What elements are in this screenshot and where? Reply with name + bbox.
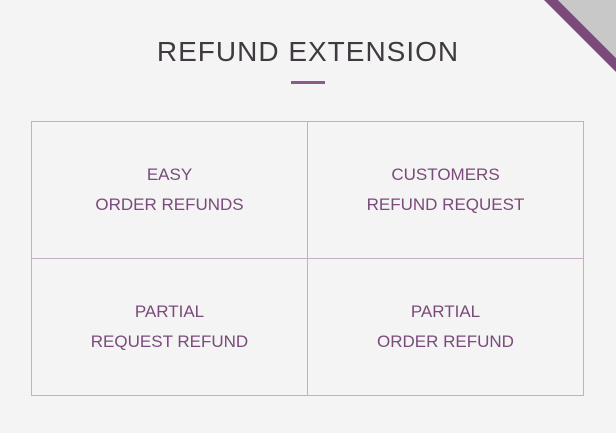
feature-line-2: ORDER REFUNDS bbox=[95, 195, 244, 214]
feature-cell-easy-order-refunds: EASY ORDER REFUNDS bbox=[32, 122, 308, 259]
feature-line-1: EASY bbox=[146, 165, 193, 184]
feature-line-2: ORDER REFUND bbox=[377, 332, 514, 351]
feature-cell-customers-refund-request: CUSTOMERS REFUND REQUEST bbox=[308, 122, 583, 259]
feature-cell-partial-order-refund: PARTIAL ORDER REFUND bbox=[308, 259, 583, 395]
feature-grid: EASY ORDER REFUNDS CUSTOMERS REFUND REQU… bbox=[31, 121, 584, 396]
page-title: REFUND EXTENSION bbox=[156, 36, 460, 67]
feature-line-1: PARTIAL bbox=[410, 302, 481, 321]
feature-cell-partial-request-refund: PARTIAL REQUEST REFUND bbox=[32, 259, 308, 395]
feature-line-1: PARTIAL bbox=[134, 302, 205, 321]
header: REFUND EXTENSION bbox=[0, 0, 616, 84]
corner-ribbon-icon bbox=[544, 0, 616, 72]
title-underline bbox=[291, 81, 325, 84]
feature-line-2: REQUEST REFUND bbox=[90, 332, 249, 351]
feature-line-2: REFUND REQUEST bbox=[366, 195, 525, 214]
feature-line-1: CUSTOMERS bbox=[391, 165, 500, 184]
